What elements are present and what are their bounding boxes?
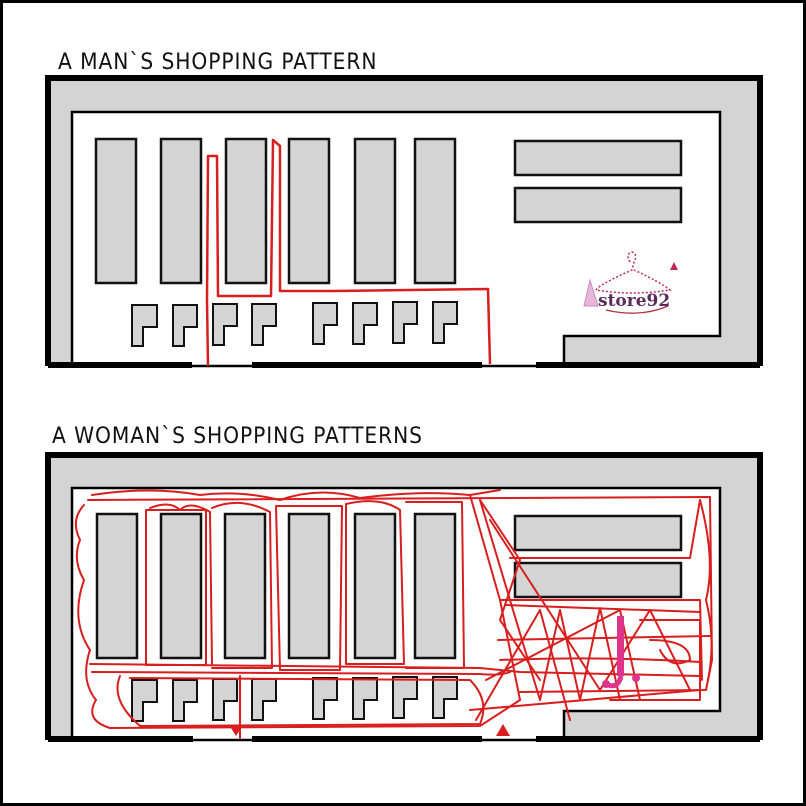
man-path xyxy=(205,138,492,367)
floor-plan-woman xyxy=(45,452,763,742)
floor-plan-man: store92 xyxy=(45,75,763,368)
panel-title-woman: A WOMAN`S SHOPPING PATTERNS xyxy=(52,424,423,449)
j-watermark xyxy=(602,616,640,689)
store92-watermark: store92 xyxy=(583,251,678,314)
entrance-triangle-down-icon xyxy=(231,728,241,736)
panel-title-man: A MAN`S SHOPPING PATTERN xyxy=(58,50,378,75)
store92-logo-text: store92 xyxy=(598,291,670,311)
exit-triangle-up-icon xyxy=(496,724,510,736)
aisle-shelves xyxy=(94,137,457,285)
checkout-counters xyxy=(131,301,458,347)
woman-paths xyxy=(74,489,713,739)
